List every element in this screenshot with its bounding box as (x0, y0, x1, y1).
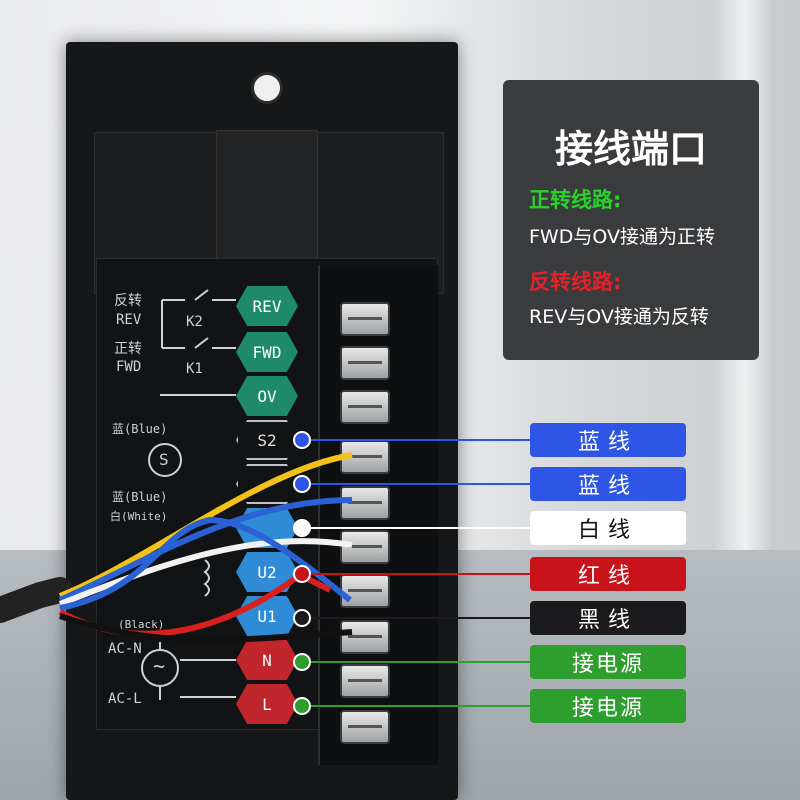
info-title: 接线端口 (554, 127, 707, 171)
leader-dot (293, 697, 311, 715)
wire-label-white: 白线 (530, 511, 686, 545)
terminal-fwd: FWD (236, 332, 298, 372)
wiring-info-box: 接线端口 正转线路: FWD与OV接通为正转 反转线路: REV与OV接通为反转 (503, 80, 759, 360)
rev-label-en: REV (116, 312, 142, 328)
leader-dot (293, 519, 311, 537)
reverse-text: REV与OV接通为反转 (529, 306, 709, 328)
terminal-screw (340, 710, 390, 744)
wire-label-blue-2: 蓝线 (530, 467, 686, 501)
wire-label-power-2: 接电源 (530, 689, 686, 723)
terminal-screw (340, 664, 390, 698)
s-symbol: S (159, 450, 169, 469)
wire-label-red: 红线 (530, 557, 686, 591)
leader-dot (293, 565, 311, 583)
white-label: 白(White) (110, 510, 168, 523)
terminal-screw (340, 574, 390, 608)
blue-label-2: 蓝(Blue) (112, 490, 168, 504)
reverse-heading: 反转线路: (529, 270, 622, 294)
terminal-screw (340, 530, 390, 564)
terminal-screw (340, 620, 390, 654)
leader-dot (293, 431, 311, 449)
terminal-n: N (236, 640, 298, 680)
leader-dot (293, 609, 311, 627)
leader-dot (293, 475, 311, 493)
wire-label-black: 黑线 (530, 601, 686, 635)
ac-tilde-symbol: ~ (153, 654, 166, 678)
blue-label-1: 蓝(Blue) (112, 422, 168, 436)
terminal-u1: U1 (236, 596, 298, 636)
ac-l-label: AC-L (108, 691, 142, 707)
terminal-screw (340, 390, 390, 424)
terminal-screw (340, 302, 390, 336)
terminal-screw (340, 346, 390, 380)
device-window (216, 130, 318, 262)
ac-n-label: AC-N (108, 641, 142, 657)
forward-heading: 正转线路: (529, 188, 622, 212)
k2-label: K2 (186, 314, 203, 330)
k1-label: K1 (186, 361, 203, 377)
mounting-hole (251, 72, 283, 104)
terminal-s2: S2 (236, 420, 298, 460)
terminal-ov: OV (236, 376, 298, 416)
fwd-label-cn: 正转 (114, 341, 142, 357)
wire-label-blue-1: 蓝线 (530, 423, 686, 457)
leader-dot (293, 653, 311, 671)
fwd-label-en: FWD (116, 359, 142, 375)
forward-text: FWD与OV接通为正转 (529, 226, 715, 248)
rev-label-cn: 反转 (114, 293, 142, 309)
black-label: (Black) (118, 618, 165, 631)
terminal-l: L (236, 684, 298, 724)
terminal-rev: REV (236, 286, 298, 326)
terminal-u2: U2 (236, 552, 298, 592)
wire-label-power-1: 接电源 (530, 645, 686, 679)
